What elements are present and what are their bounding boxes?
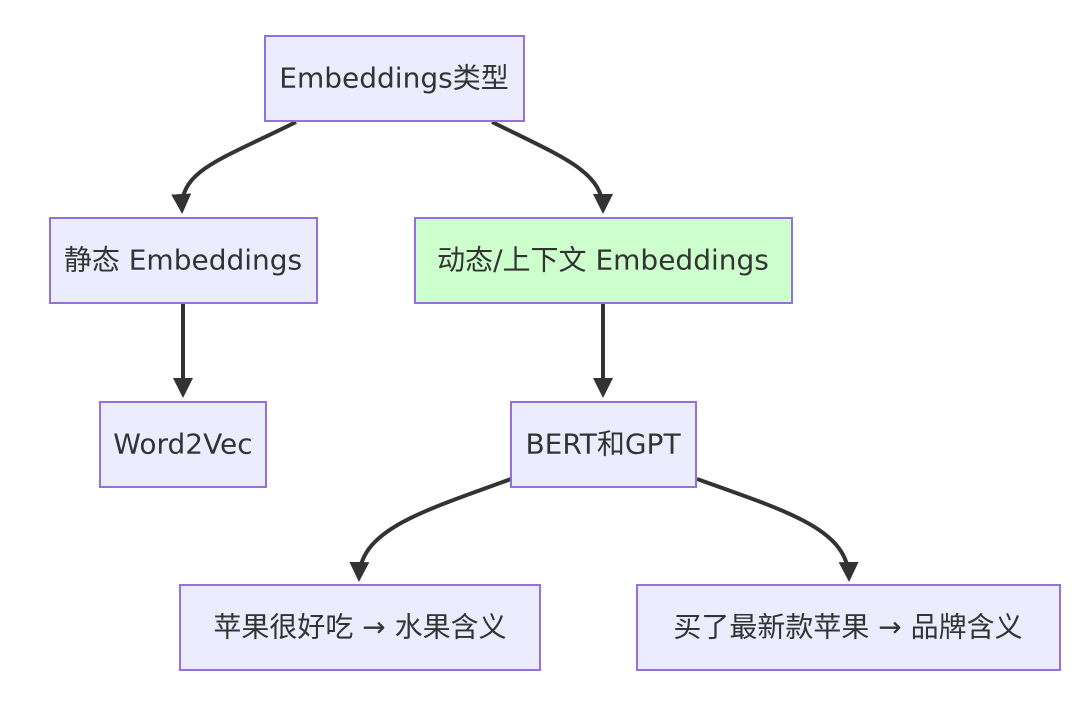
node-word2vec-label: Word2Vec xyxy=(113,428,252,461)
node-example-brand-box xyxy=(636,584,1061,671)
node-bert-gpt-box xyxy=(510,401,697,488)
edge-root-to-dynamic xyxy=(491,120,613,214)
node-root: Embeddings类型 xyxy=(264,35,525,122)
node-root-box xyxy=(264,35,525,122)
node-example-brand: 买了最新款苹果 → 品牌含义 xyxy=(636,584,1061,671)
node-example-fruit-label: 苹果很好吃 → 水果含义 xyxy=(213,611,506,644)
node-dynamic-label: 动态/上下文 Embeddings xyxy=(437,244,769,277)
edge-bertgpt-to-fruit xyxy=(349,477,512,582)
node-dynamic-box xyxy=(414,217,793,304)
node-static-box xyxy=(49,217,318,304)
node-word2vec: Word2Vec xyxy=(99,401,267,488)
node-example-fruit-box xyxy=(179,584,541,671)
node-example-brand-label: 买了最新款苹果 → 品牌含义 xyxy=(673,611,1022,644)
edges xyxy=(171,120,859,582)
node-bert-gpt: BERT和GPT xyxy=(510,401,697,488)
node-bert-gpt-label: BERT和GPT xyxy=(525,428,681,461)
node-root-label: Embeddings类型 xyxy=(279,62,508,95)
node-word2vec-box xyxy=(99,401,267,488)
edge-root-to-static xyxy=(171,120,297,214)
node-static: 静态 Embeddings xyxy=(49,217,318,304)
node-dynamic: 动态/上下文 Embeddings xyxy=(414,217,793,304)
edge-bertgpt-to-brand xyxy=(696,477,859,582)
node-static-label: 静态 Embeddings xyxy=(64,244,302,277)
node-example-fruit: 苹果很好吃 → 水果含义 xyxy=(179,584,541,671)
